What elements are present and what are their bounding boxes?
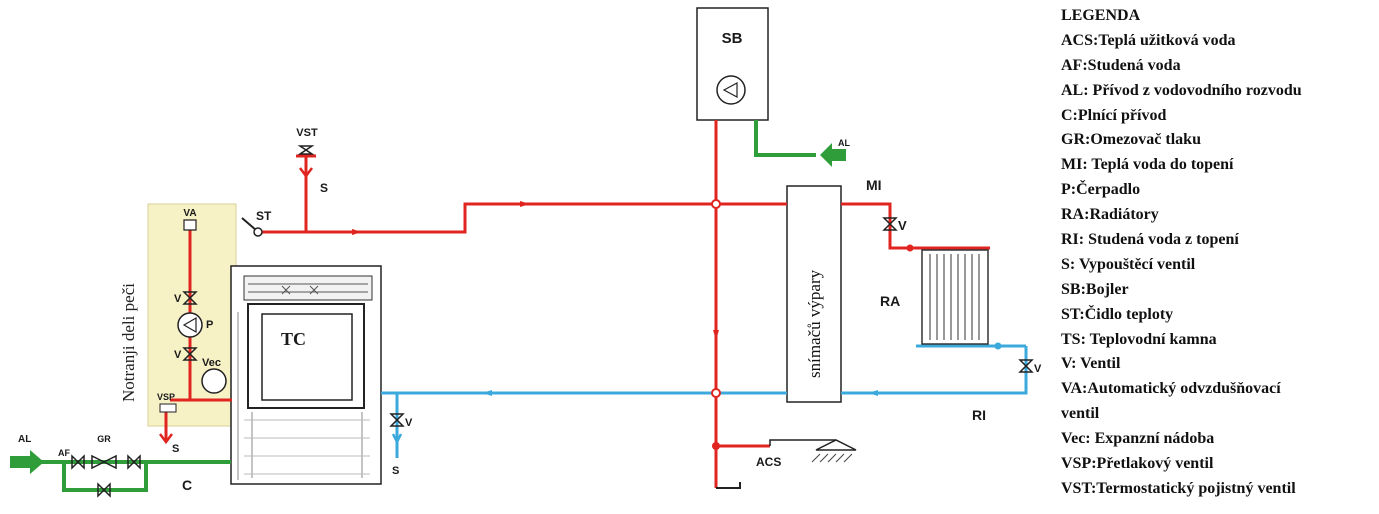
valve-af (71, 454, 85, 470)
stove (230, 265, 382, 485)
label-s-top: S (320, 181, 328, 195)
valve-c (127, 454, 141, 470)
valves (71, 145, 1034, 498)
legend: LEGENDA ACS:Teplá užitková voda AF:Stude… (1061, 4, 1377, 502)
legend-item: P:Čerpadlo (1061, 181, 1141, 199)
legend-item: S: Vypouštěcí ventil (1061, 255, 1196, 273)
radiator (906, 244, 1002, 350)
legend-item: C:Plnící přívod (1061, 106, 1167, 124)
flow-arrows (10, 143, 878, 474)
drain-top-icon (299, 167, 313, 179)
label-p: P (206, 319, 213, 331)
label-ra: RA (880, 293, 900, 309)
label-tc: TC (281, 329, 306, 349)
legend-item: RI: Studená voda z topení (1061, 231, 1239, 249)
valve-bypass (97, 482, 111, 498)
label-v-left-top: V (174, 293, 182, 305)
label-sb: SB (722, 30, 743, 47)
tap-icon (716, 482, 741, 489)
label-af: AF (58, 448, 70, 458)
label-st: ST (256, 209, 272, 223)
legend-title: LEGENDA (1061, 7, 1141, 24)
legend-item: VST:Termostatický pojistný ventil (1061, 479, 1296, 497)
label-v-mid: V (405, 417, 413, 429)
drain-mid-icon (391, 433, 403, 445)
legend-item: VSP:Přetlakový ventil (1061, 455, 1214, 473)
label-c: C (182, 477, 192, 493)
label-acs: ACS (756, 455, 781, 469)
legend-item: ACS:Teplá užitková voda (1061, 31, 1236, 49)
valve-vst (297, 145, 315, 155)
label-mi: MI (866, 177, 882, 193)
label-vst: VST (296, 127, 318, 139)
valve-left-bottom (182, 347, 198, 361)
label-s-left: S (172, 443, 179, 455)
legend-item: MI: Teplá voda do topení (1061, 156, 1234, 174)
safety-valve-icon (159, 403, 177, 413)
legend-item: ST:Čidlo teploty (1061, 305, 1174, 323)
pipe-crossings (711, 199, 721, 450)
valve-ri (1018, 359, 1034, 373)
shower-head-icon (769, 439, 857, 463)
heat-exchanger (786, 185, 842, 403)
air-vent-icon (183, 219, 197, 231)
pump-icon (177, 312, 203, 338)
boiler-pump-icon (716, 75, 746, 105)
label-v-right-top: V (898, 218, 907, 233)
drain-left-icon (159, 433, 173, 445)
valve-left-top (182, 291, 198, 305)
label-v-right-bottom: V (1034, 363, 1042, 375)
label-al-right: AL (838, 138, 850, 148)
label-v-left-bottom: V (174, 349, 182, 361)
cold-water-pipes (381, 344, 1028, 458)
legend-item: TS: Teplovodní kamna (1061, 330, 1217, 348)
label-ri: RI (972, 407, 986, 423)
label-al-left: AL (18, 434, 31, 445)
temperature-sensor-icon (241, 217, 263, 237)
label-va: VA (183, 208, 196, 219)
label-vsp: VSP (157, 392, 175, 402)
legend-item: Vec: Expanzní nádoba (1061, 430, 1215, 448)
label-s-mid: S (392, 465, 399, 477)
legend-item: AF:Studená voda (1061, 56, 1181, 74)
valve-gr (91, 454, 117, 470)
valve-drain-mid (389, 413, 405, 427)
expansion-vessel (201, 368, 227, 394)
legend-item: AL: Přívod z vodovodního rozvodu (1061, 81, 1302, 99)
label-inner-parts: Notranji deli peči (119, 283, 138, 402)
legend-item: RA:Radiátory (1061, 206, 1159, 224)
legend-item: SB:Bojler (1061, 280, 1129, 298)
label-vec: Vec (202, 357, 221, 369)
legend-item: VA:Automatický odvzdušňovací (1061, 380, 1281, 398)
legend-item: GR:Omezovač tlaku (1061, 131, 1201, 149)
label-gr: GR (97, 434, 111, 444)
legend-item: V: Ventil (1061, 355, 1121, 373)
legend-item: ventil (1061, 405, 1100, 423)
valve-mi (882, 217, 898, 231)
label-exchanger: snímačů výpary (805, 269, 824, 378)
